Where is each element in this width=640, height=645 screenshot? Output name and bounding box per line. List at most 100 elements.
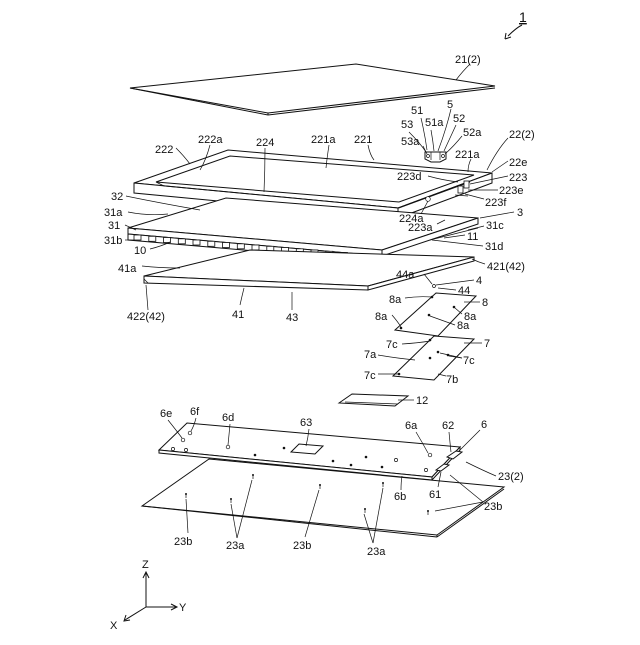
ref-label-32: 32 [111,191,123,203]
sheet-7-dot [437,351,440,354]
notch-223e [464,181,469,188]
ref-label-6: 6 [481,419,487,431]
x-axis-label: X [110,620,118,632]
ref-label-223a: 223a [408,222,433,234]
board-dot [283,447,286,450]
ref-label-222a: 222a [198,134,223,146]
ref-label-422: 422(42) [127,311,165,323]
sheet-7-dot [429,357,432,360]
ref-label-53: 53 [401,119,413,131]
ref-label-22: 22(2) [509,129,535,141]
ref-label-31: 31 [108,220,120,232]
top-sheet-21 [130,64,495,115]
sheet-8-dot [428,314,431,317]
hole-224a [426,197,431,202]
ref-label-44a: 44a [396,269,415,281]
board-dot [365,456,368,459]
board-hole-6f [188,431,192,435]
ref-label-31b: 31b [104,235,122,247]
cable-12 [339,394,408,406]
ref-label-22e: 22e [509,157,527,169]
board-dot [254,454,257,457]
bottom-plate-top-face [142,459,504,535]
top-sheet-outline [130,64,495,113]
sheet-7-dot [398,373,401,376]
ref-label-52: 52 [453,113,465,125]
board-hole [184,448,187,451]
ref-label-223d: 223d [397,171,421,183]
ref-label-7a: 7a [364,349,377,361]
ref-label-221a-top: 221a [311,134,336,146]
ref-label-53a: 53a [401,136,420,148]
ref-label-51a: 51a [425,117,444,129]
ref-label-6a: 6a [405,420,418,432]
board-hole-6d [226,445,230,449]
led-10 [193,240,200,245]
ref-label-31a: 31a [104,207,123,219]
ref-label-23b-2: 23b [293,540,311,552]
ref-label-7c-3: 7c [364,370,376,382]
ref-label-11: 11 [467,231,478,243]
ref-label-8: 8 [482,297,488,309]
led-10 [149,236,156,241]
ref-label-61: 61 [429,489,441,501]
ref-label-6d: 6d [222,412,234,424]
ref-label-7: 7 [484,338,490,350]
ref-label-8a-1: 8a [389,294,402,306]
ref-label-52a: 52a [463,127,482,139]
ref-label-223: 223 [509,172,527,184]
ref-label-6e: 6e [160,408,172,420]
figure-number-group: 1 [505,9,527,39]
ref-label-7c-1: 7c [386,339,398,351]
ref-label-21: 21(2) [455,54,481,66]
led-10 [208,241,215,246]
back-plate-4 [144,250,474,290]
ref-label-51: 51 [411,105,423,117]
ref-label-421: 421(42) [487,261,525,273]
ref-label-44: 44 [458,285,470,297]
ref-label-23: 23(2) [498,471,524,483]
ref-label-7c-2: 7c [463,355,475,367]
bracket-hole-53a [427,155,430,158]
led-10 [252,245,259,250]
ref-label-63: 63 [300,417,312,429]
ref-label-6b: 6b [394,491,406,503]
led-10 [178,239,185,244]
board-dot [381,466,384,469]
ref-label-62: 62 [442,420,454,432]
board-hole-6e [181,438,185,442]
y-axis-label: Y [179,602,187,614]
figure-number: 1 [519,9,527,25]
ref-label-8a-4: 8a [457,320,470,332]
ref-label-31d: 31d [485,241,503,253]
board-hole [424,468,427,471]
ref-label-224: 224 [256,137,274,149]
ref-label-223f: 223f [485,197,507,209]
ref-label-4: 4 [476,275,482,287]
ref-label-41a: 41a [118,263,137,275]
sheet-8-dot [453,306,456,309]
ref-label-23b-1: 23b [174,536,192,548]
board-hole [171,447,174,450]
led-10 [223,243,230,248]
notch-223 [458,186,463,193]
figure-number-leader [508,25,522,36]
board-dot [332,460,335,463]
ref-label-221: 221 [354,134,372,146]
z-axis-label: Z [142,559,149,571]
led-10 [164,238,171,243]
ref-label-23a-2: 23a [367,546,386,558]
ref-label-23a-1: 23a [226,540,245,552]
ref-label-12: 12 [416,395,428,407]
sheet-8-dot [400,327,403,330]
bracket-hole-52a [442,155,445,158]
coordinate-axes: Z Y X [110,559,187,632]
ref-label-41: 41 [232,309,244,321]
bracket-5 [425,152,446,162]
ref-label-223e: 223e [499,185,523,197]
board-hole [394,458,397,461]
board-hole [428,453,432,457]
ref-label-6f: 6f [190,406,200,418]
bottom-plate-23 [142,459,504,537]
